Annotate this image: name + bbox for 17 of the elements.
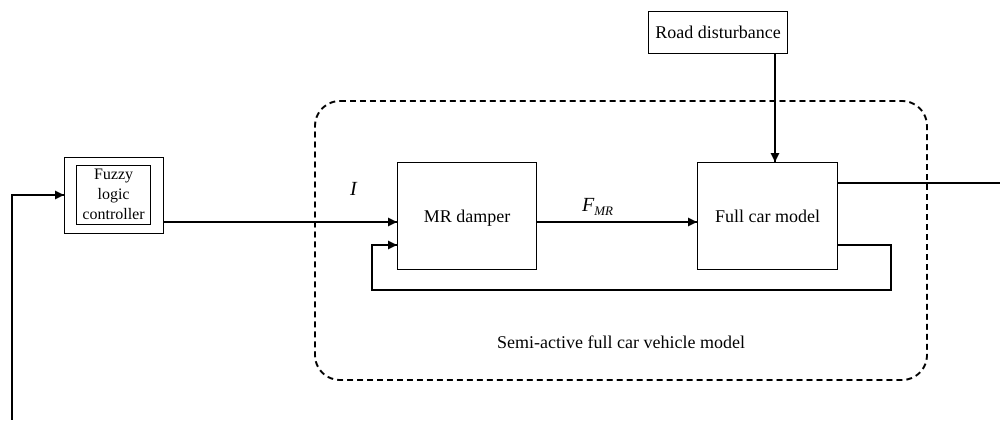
process-box — [697, 162, 838, 270]
arrow — [770, 54, 780, 162]
edge-label: I — [350, 179, 357, 199]
node-label: Road disturbance — [654, 21, 782, 44]
arrow — [371, 240, 892, 291]
arrow — [11, 190, 64, 420]
node-label: MR damper — [422, 204, 512, 228]
arrow — [164, 218, 397, 226]
process-box — [648, 11, 788, 54]
arrow — [537, 218, 697, 226]
dashed-group-box — [314, 100, 928, 381]
node-label: Full car model — [714, 204, 821, 228]
edge-label: F$_{MR}$ — [582, 195, 613, 217]
process-box — [397, 162, 537, 270]
frame-box — [64, 157, 164, 234]
group-label: Semi-active full car vehicle model — [496, 332, 746, 353]
node-label: Fuzzy logic controller — [81, 165, 146, 225]
